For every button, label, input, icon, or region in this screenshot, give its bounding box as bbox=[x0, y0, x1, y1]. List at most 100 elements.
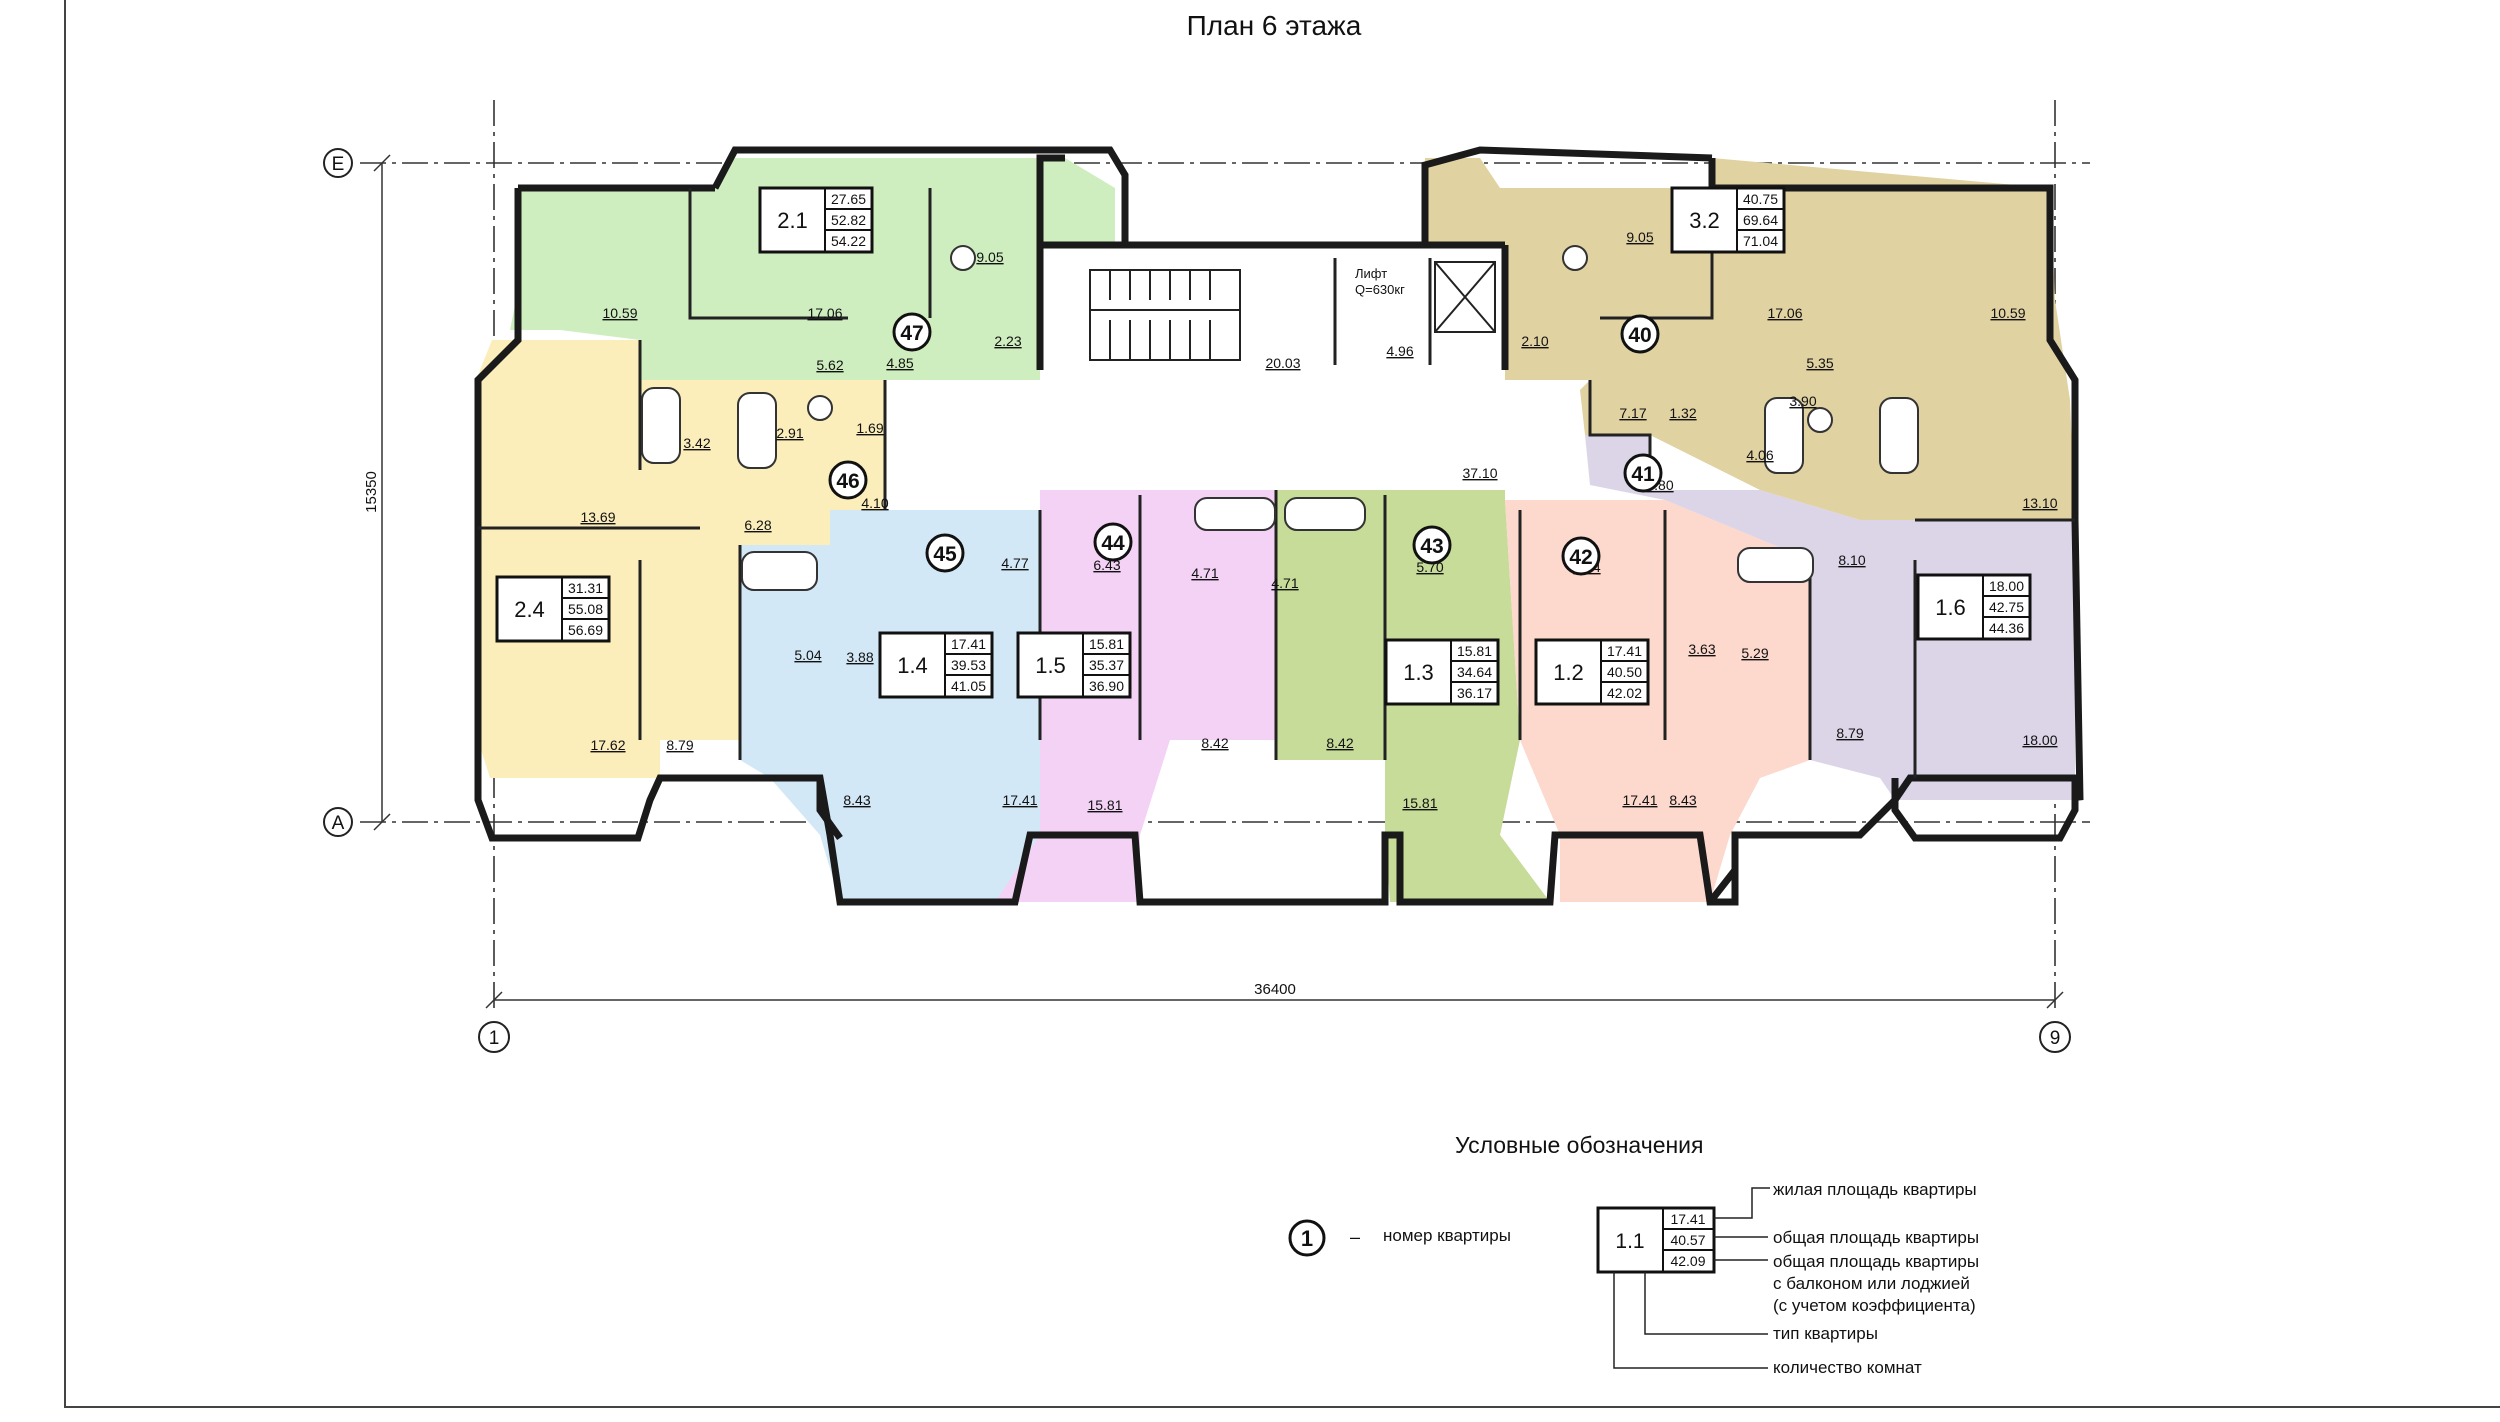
room-area-label: 15.81 bbox=[1087, 797, 1122, 813]
room-area-label: 8.42 bbox=[1326, 735, 1353, 751]
apartments: 472.127.6552.8254.22462.431.3155.0856.69… bbox=[495, 186, 2032, 706]
apartment-number: 42 bbox=[1569, 546, 1592, 569]
room-area-label: 9.05 bbox=[1626, 229, 1653, 245]
apartment-type: 1.4 bbox=[897, 653, 928, 678]
apartment-balcony-area: 41.05 bbox=[951, 678, 986, 694]
room-area-label: 6.28 bbox=[744, 517, 771, 533]
room-area-label: 8.79 bbox=[1836, 725, 1863, 741]
elevator-label: Лифт bbox=[1355, 266, 1387, 281]
apartment-number-circle bbox=[828, 460, 868, 500]
legend-balcony-label-2: с балконом или лоджией bbox=[1773, 1274, 1970, 1293]
elevator-capacity: Q=630кг bbox=[1355, 282, 1405, 297]
stairwell bbox=[1089, 269, 1241, 361]
svg-text:A: A bbox=[332, 813, 345, 834]
apartment-living-area: 31.31 bbox=[568, 580, 603, 596]
apartment-number: 40 bbox=[1628, 324, 1651, 347]
apartment-total-area: 40.50 bbox=[1607, 664, 1642, 680]
room-area-label: 15.81 bbox=[1402, 795, 1437, 811]
apartment-living-area: 17.41 bbox=[951, 636, 986, 652]
apartment-number-circle bbox=[925, 533, 965, 573]
interior-walls bbox=[478, 188, 2075, 778]
room-area-label: 5.04 bbox=[794, 647, 821, 663]
zone-apartment-44 bbox=[995, 490, 1276, 902]
room-area-label: 2.10 bbox=[1521, 333, 1548, 349]
apartment-balcony-area: 42.02 bbox=[1607, 685, 1642, 701]
legend-rooms-label: количество комнат bbox=[1773, 1358, 1922, 1377]
apartment-number: 45 bbox=[933, 543, 957, 566]
apartment-number: 46 bbox=[836, 470, 859, 493]
apartment-type: 2.1 bbox=[777, 208, 808, 233]
bathroom-fixtures bbox=[641, 245, 1919, 591]
room-area-label: 5.62 bbox=[816, 357, 843, 373]
room-area-label: 2.23 bbox=[994, 333, 1021, 349]
apartment-number-circle bbox=[1093, 522, 1133, 562]
room-area-label: 5.29 bbox=[1741, 645, 1768, 661]
room-area-label: 8.10 bbox=[1838, 552, 1865, 568]
apartment-balcony-area: 44.36 bbox=[1989, 620, 2024, 636]
room-area-label: 4.96 bbox=[1386, 343, 1413, 359]
room-area-label: 13.10 bbox=[2022, 495, 2057, 511]
drawing-frame bbox=[64, 0, 2500, 1408]
legend-number-label: номер квартиры bbox=[1383, 1226, 1511, 1245]
room-area-label: 3.63 bbox=[1688, 641, 1715, 657]
room-area-label: 10.59 bbox=[1990, 305, 2025, 321]
room-area-label: 17.41 bbox=[1622, 792, 1657, 808]
apartment-living-area: 15.81 bbox=[1457, 643, 1492, 659]
legend-balcony-label-1: общая площадь квартиры bbox=[1773, 1252, 1980, 1271]
room-area-label: 1.32 bbox=[1669, 405, 1696, 421]
apartment-balcony-area: 36.17 bbox=[1457, 685, 1492, 701]
axis-marker-e: E bbox=[323, 148, 353, 178]
zone-apartment-41 bbox=[1585, 435, 2075, 800]
room-area-label: 4.71 bbox=[1271, 575, 1298, 591]
room-area-label: 17.41 bbox=[1002, 792, 1037, 808]
width-dimension: 36400 bbox=[1254, 981, 1296, 998]
room-area-label: 17.62 bbox=[590, 737, 625, 753]
apartment-total-area: 34.64 bbox=[1457, 664, 1492, 680]
legend-living-label: жилая площадь квартиры bbox=[1773, 1180, 1977, 1199]
apartment-total-area: 35.37 bbox=[1089, 657, 1124, 673]
apartment-type: 1.2 bbox=[1553, 660, 1584, 685]
svg-text:E: E bbox=[332, 154, 345, 175]
zone-apartment-42 bbox=[1505, 500, 1810, 902]
legend-balcony-label-3: (с учетом коэффициента) bbox=[1773, 1296, 1976, 1315]
room-area-label: 2.91 bbox=[776, 425, 803, 441]
apartment-number: 41 bbox=[1631, 463, 1655, 486]
room-area-label: 1.69 bbox=[856, 420, 883, 436]
apartment-type: 2.4 bbox=[514, 597, 545, 622]
room-area-label: 4.85 bbox=[886, 355, 913, 371]
room-area-label: 4.10 bbox=[861, 495, 888, 511]
apartment-total-area: 55.08 bbox=[568, 601, 603, 617]
apartment-balcony-area: 71.04 bbox=[1743, 233, 1778, 249]
apartment-number: 47 bbox=[900, 322, 923, 345]
apartment-balcony-area: 36.90 bbox=[1089, 678, 1124, 694]
apartment-total-area: 42.75 bbox=[1989, 599, 2024, 615]
elevator-shaft bbox=[1434, 261, 1496, 333]
room-area-label: 8.43 bbox=[1669, 792, 1696, 808]
room-area-labels: 9.05 17.06 10.59 5.62 4.85 2.23 1.69 3.42 2.91 4.… bbox=[580, 229, 2057, 813]
svg-text:1: 1 bbox=[489, 1028, 500, 1049]
apartment-zones bbox=[478, 158, 2075, 902]
svg-text:9: 9 bbox=[2050, 1028, 2061, 1049]
apartment-number-circle bbox=[1412, 525, 1452, 565]
axis-marker-1: 1 bbox=[478, 1021, 510, 1053]
apartment-number-circle bbox=[1623, 453, 1663, 493]
apartment-living-area: 18.00 bbox=[1989, 578, 2024, 594]
room-area-label: 17.06 bbox=[807, 305, 842, 321]
room-area-label: 13.69 bbox=[580, 509, 615, 525]
room-area-label: 4.71 bbox=[1191, 565, 1218, 581]
room-area-label: 3.42 bbox=[683, 435, 710, 451]
apartment-total-area: 52.82 bbox=[831, 212, 866, 228]
apartment-balcony-area: 54.22 bbox=[831, 233, 866, 249]
room-area-label: 10.59 bbox=[602, 305, 637, 321]
